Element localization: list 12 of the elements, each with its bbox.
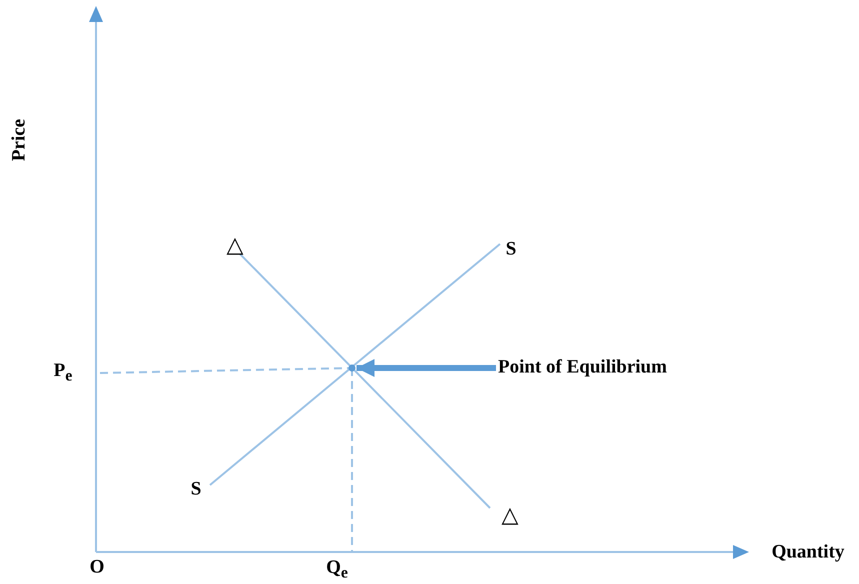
axis-tick-label: Q$_{e}$ — [326, 558, 348, 582]
axis-title: Quantity — [772, 542, 844, 564]
curve-label: S — [190, 480, 202, 500]
origin-label: O — [90, 558, 104, 578]
annotation-label: Point of Equilibrium — [498, 358, 667, 378]
curve-label: △ — [502, 502, 518, 528]
axis-tick-label: P$_{e}$ — [54, 360, 72, 386]
curve-label: S — [506, 240, 516, 260]
axis-title: Price — [10, 118, 30, 162]
arrow — [356, 359, 496, 377]
curve-label: △ — [226, 232, 244, 258]
equilibrium-point — [348, 364, 356, 372]
